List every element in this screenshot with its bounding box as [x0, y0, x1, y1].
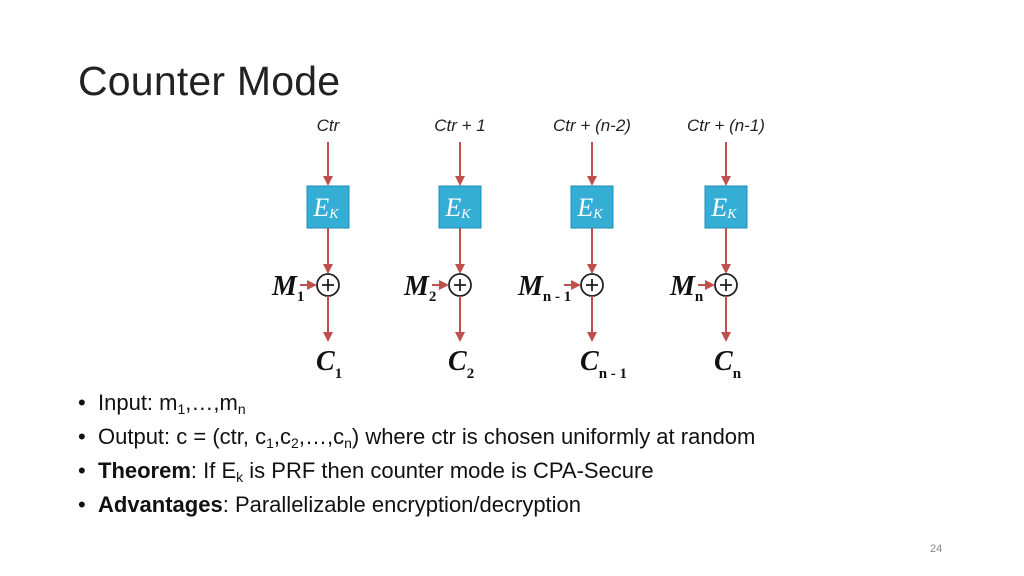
bullet-advantages: Advantages: Parallelizable encryption/de…: [78, 488, 755, 522]
plaintext-label: M1: [271, 271, 304, 305]
cipher-block-label: EK: [444, 193, 471, 222]
ciphertext-label: C1: [316, 346, 342, 382]
counter-label: Ctr + 1: [434, 116, 486, 135]
counter-label: Ctr: [317, 116, 341, 135]
plaintext-label: Mn - 1: [517, 271, 571, 305]
ciphertext-label: Cn: [714, 346, 742, 382]
page-number: 24: [930, 543, 943, 555]
ciphertext-label: Cn - 1: [580, 346, 627, 382]
bullet-output: Output: c = (ctr, c1,c2,…,cn) where ctr …: [78, 420, 755, 454]
plaintext-label: M2: [403, 271, 436, 305]
ciphertext-label: C2: [448, 346, 474, 382]
cipher-block-label: EK: [312, 193, 339, 222]
cipher-block: [438, 185, 482, 229]
cipher-block: [704, 185, 748, 229]
cipher-block-label: EK: [710, 193, 737, 222]
bullet-list: Input: m1,…,mn Output: c = (ctr, c1,c2,……: [78, 386, 755, 522]
plaintext-label: Mn: [669, 271, 704, 305]
cipher-block: [306, 185, 350, 229]
cipher-block-label: EK: [576, 193, 603, 222]
diagram-column: Ctr + (n-2) EK Mn - 1 Cn - 1: [517, 116, 631, 382]
slide-title: Counter Mode: [78, 58, 341, 104]
bullet-theorem: Theorem: If Ek is PRF then counter mode …: [78, 454, 755, 488]
counter-label: Ctr + (n-2): [553, 116, 631, 135]
counter-label: Ctr + (n-1): [687, 116, 765, 135]
bullet-input: Input: m1,…,mn: [78, 386, 755, 420]
